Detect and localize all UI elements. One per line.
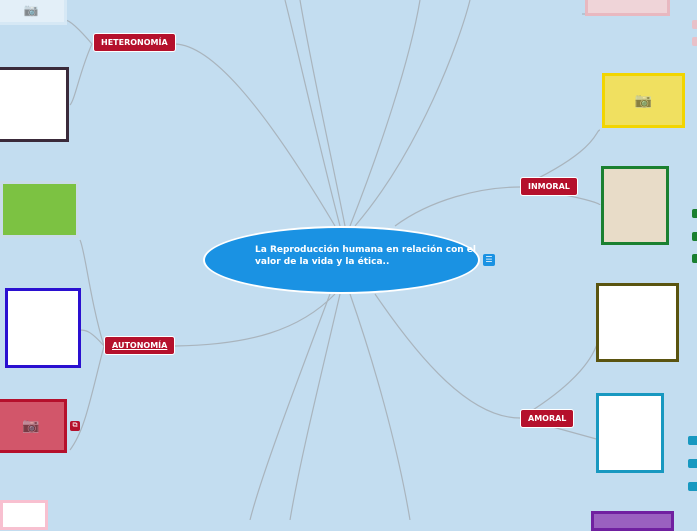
- purple-image[interactable]: [591, 511, 674, 531]
- central-topic[interactable]: La Reproducción humana en relación con e…: [203, 226, 480, 294]
- topic-autonomia[interactable]: AUTONOMÍA: [104, 336, 176, 355]
- subtopic-chip[interactable]: [688, 459, 697, 468]
- topic-inmoral[interactable]: INMORAL: [520, 177, 578, 196]
- camera-icon: 📷: [22, 418, 40, 434]
- camera-icon: 📷: [634, 92, 653, 109]
- notes-icon[interactable]: ☰: [483, 254, 495, 266]
- subtopic-chip[interactable]: [688, 482, 697, 491]
- image-placeholder-red[interactable]: 📷: [0, 399, 67, 453]
- subtopic-chip[interactable]: [692, 37, 697, 46]
- subtopic-chip[interactable]: [692, 209, 697, 218]
- yellow-image-placeholder[interactable]: 📷: [602, 73, 685, 128]
- inmoral-image[interactable]: [601, 166, 669, 245]
- subtopic-chip[interactable]: [692, 232, 697, 241]
- connector-lines: [64, 0, 601, 520]
- topic-heteronomia[interactable]: HETERONOMÍA: [93, 33, 176, 52]
- image-placeholder[interactable]: 📷: [0, 0, 67, 25]
- amoral-image[interactable]: [596, 393, 664, 473]
- fish-image[interactable]: [0, 67, 69, 142]
- topic-amoral[interactable]: AMORAL: [520, 409, 575, 428]
- angry-woman-image[interactable]: [596, 283, 679, 362]
- pink-image-placeholder[interactable]: [585, 0, 670, 16]
- subtopic-chip[interactable]: [692, 20, 697, 29]
- green-figure-image[interactable]: [0, 181, 79, 238]
- subtopic-chip[interactable]: [688, 436, 697, 445]
- central-topic-text: La Reproducción humana en relación con e…: [255, 245, 476, 267]
- subtopic-chip[interactable]: [692, 254, 697, 263]
- link-icon[interactable]: ⧉: [70, 421, 80, 431]
- camera-icon: 📷: [23, 3, 39, 17]
- colorful-hand-image[interactable]: [5, 288, 81, 368]
- people-image[interactable]: [0, 500, 48, 530]
